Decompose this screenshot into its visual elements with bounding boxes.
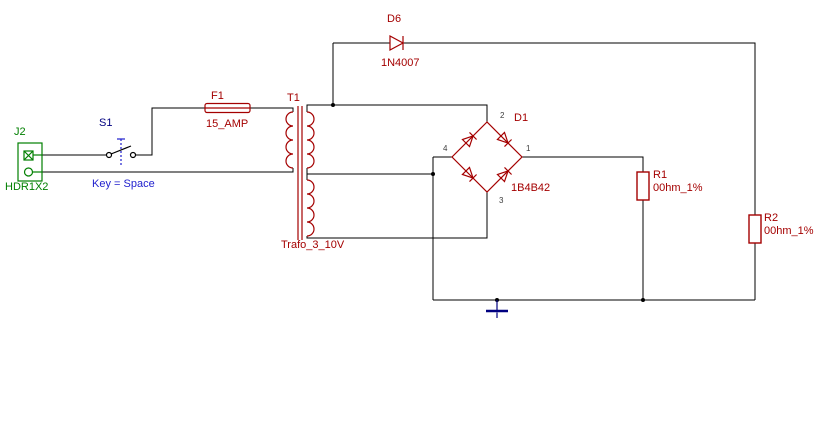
ground-symbol[interactable] [486, 300, 508, 318]
diode-triangle [461, 166, 474, 179]
d1-bridge-rectifier[interactable] [451, 121, 523, 193]
r1-refdes-label: R1 [653, 169, 667, 181]
d1-value-label: 1B4B42 [511, 182, 550, 194]
labels: J2 HDR1X2 S1 Key = Space F1 15_AMP T1 Tr… [5, 13, 814, 251]
t1-transformer[interactable] [285, 106, 315, 240]
d6-diode[interactable] [389, 34, 405, 52]
r2-refdes-label: R2 [764, 212, 778, 224]
diode-triangle [496, 170, 509, 183]
wire-f1-to-t1[interactable] [250, 107, 294, 112]
primary-winding [285, 111, 294, 169]
diode-triangle [461, 135, 474, 148]
r2-resistor[interactable] [748, 214, 762, 244]
diode-cathode-bar [504, 167, 512, 175]
junction-dots [331, 103, 645, 302]
j2-refdes-label: J2 [14, 126, 26, 138]
d6-refdes-label: D6 [387, 13, 401, 25]
diode-triangle [389, 34, 405, 52]
resistor-body [748, 214, 762, 244]
bridge-diode-left-bottom [461, 166, 477, 182]
wire-t1-sec-bottom-to-bridge[interactable] [306, 192, 488, 239]
d1-pin1-label: 1 [526, 144, 531, 153]
connector-pin2-circle [23, 167, 34, 177]
f1-refdes-label: F1 [211, 90, 224, 102]
d6-value-label: 1N4007 [381, 57, 420, 69]
secondary-winding-lower [306, 179, 315, 237]
switch-blade [110, 145, 132, 155]
r2-value-label: 00hm_1% [764, 225, 814, 237]
f1-value-label: 15_AMP [206, 118, 248, 130]
switch-terminal-right [129, 151, 137, 159]
r1-resistor[interactable] [636, 171, 650, 201]
d1-pin2-label: 2 [500, 111, 505, 120]
d1-pin4-label: 4 [443, 144, 448, 153]
bridge-diode-left-top [461, 132, 477, 148]
f1-fuse[interactable] [204, 102, 251, 114]
junction-dot [641, 298, 645, 302]
d1-refdes-label: D1 [514, 112, 528, 124]
wires [42, 42, 756, 301]
bridge-diode-top-right [496, 131, 512, 147]
s1-switch[interactable] [105, 138, 137, 166]
j2-connector[interactable] [17, 142, 43, 182]
bridge-diode-bottom-right [496, 167, 512, 183]
diode-triangle [496, 131, 509, 144]
j2-value-label: HDR1X2 [5, 181, 48, 193]
wire-t1-return-to-j2[interactable] [42, 168, 294, 173]
s1-key-label: Key = Space [92, 178, 155, 190]
r1-value-label: 00hm_1% [653, 182, 703, 194]
diode-cathode-bar [469, 132, 477, 140]
secondary-winding-upper [306, 111, 315, 169]
pin1-x-2 [23, 150, 34, 161]
wire-bridge-to-r1[interactable] [522, 156, 644, 172]
wire-t1-sec-top-to-bridge[interactable] [306, 104, 488, 122]
junction-dot [431, 172, 435, 176]
switch-terminal-left [105, 151, 113, 159]
bridge-diamond [451, 121, 523, 193]
junction-dot [331, 103, 335, 107]
d1-pin3-label: 3 [499, 196, 504, 205]
wire-s1-to-f1[interactable] [136, 107, 205, 156]
connector-body [17, 142, 43, 182]
t1-value-label: Trafo_3_10V [281, 239, 345, 251]
resistor-body [636, 171, 650, 201]
wire-d6-cathode-to-r2[interactable] [403, 42, 756, 215]
t1-refdes-label: T1 [287, 92, 300, 104]
diode-cathode-bar [469, 174, 477, 182]
s1-refdes-label: S1 [99, 117, 112, 129]
diode-cathode-bar [504, 139, 512, 147]
